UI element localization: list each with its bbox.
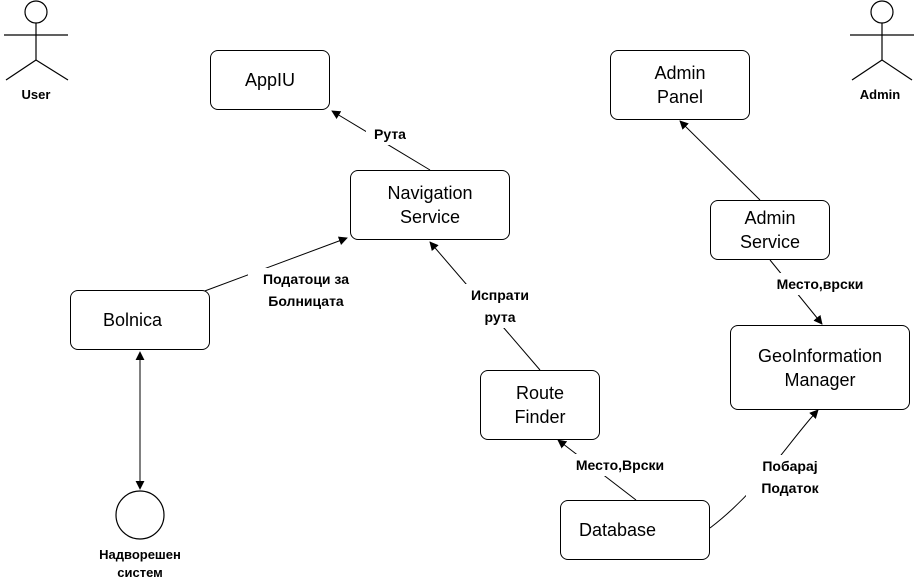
admin-actor-icon (850, 0, 914, 81)
admin-panel-node[interactable]: Admin Panel (610, 50, 750, 120)
edge-adminservice-to-adminpanel (679, 120, 761, 201)
route-finder-node[interactable]: Route Finder (480, 370, 600, 440)
edge-bolnica-to-navigation (201, 236, 348, 293)
external-system-circle-icon (115, 490, 165, 540)
database-node[interactable]: Database (560, 500, 710, 560)
edge-label-isprati: Испрати рута (460, 284, 540, 328)
admin-service-node[interactable]: Admin Service (710, 200, 830, 260)
user-actor-icon (4, 0, 69, 81)
edge-label-ruta: Рута (366, 123, 414, 145)
admin-actor-label: Admin (859, 87, 901, 102)
edge-label-mesto-vrski-db: Место,Врски (562, 454, 678, 476)
edge-label-pobaraj: Побарај Податок (746, 455, 834, 499)
geoinformation-manager-node[interactable]: GeoInformation Manager (730, 325, 910, 410)
appiu-node[interactable]: AppIU (210, 50, 330, 110)
edge-label-mesto-vrski-admin: Место,врски (762, 273, 878, 295)
navigation-service-node[interactable]: Navigation Service (350, 170, 510, 240)
user-actor-label: User (21, 87, 51, 102)
edge-label-podatoci: Податоци за Болницата (248, 268, 364, 312)
bolnica-node[interactable]: Bolnica (70, 290, 210, 350)
external-system-label: Надворешен систем (99, 547, 181, 580)
